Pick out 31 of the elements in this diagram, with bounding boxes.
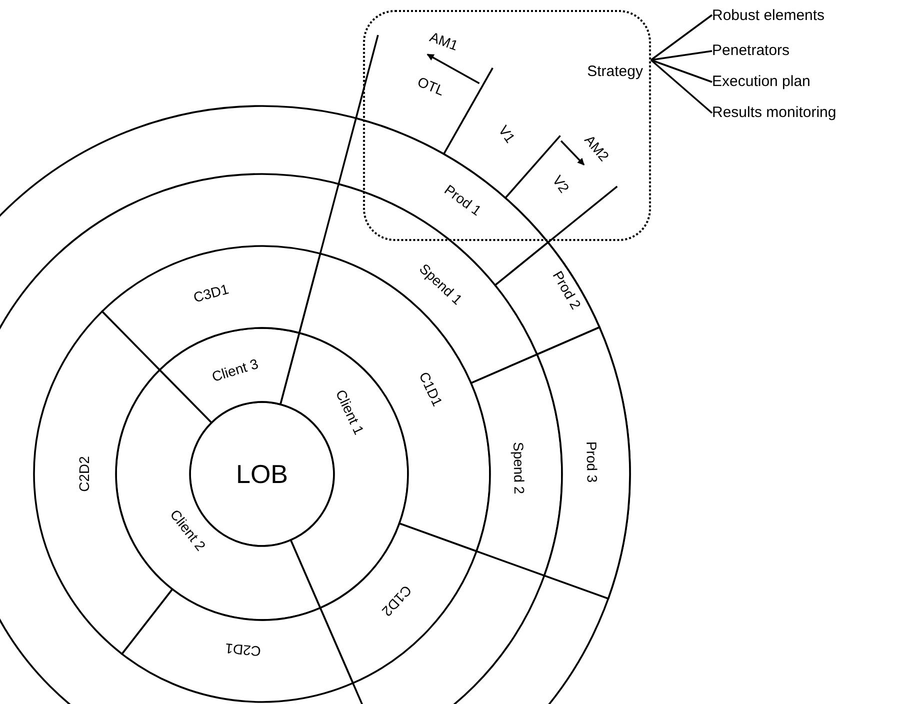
connector-line [650,14,713,61]
ring-segment [121,588,354,703]
segment-label: LOB [236,459,288,489]
segment-label: C1D1 [415,368,447,410]
segment-label: OTL [415,72,447,100]
ring-segment [319,522,478,684]
segment-label: V1 [494,122,520,146]
list-item-text: Penetrators [712,42,790,60]
arrow [426,54,480,84]
list-item-text: Execution plan [712,73,810,91]
list-item-text: Robust elements [712,7,825,25]
connector-line [650,59,713,114]
ring-segment [158,327,300,424]
ring-segment [470,353,563,577]
ring-segment [494,242,600,356]
connector-line [650,50,712,61]
segment-label: V2 [548,172,574,196]
segment-label: C2D2 [75,456,93,492]
segment-label: Client 3 [210,354,260,386]
dotted-region [363,10,651,241]
segment-label: Prod 1 [441,180,485,220]
segment-label: Client 1 [332,386,368,438]
arrow-label: AM1 [427,28,461,54]
list-item-text: Results monitoring [712,104,836,122]
segment-label: Spend 2 [510,442,528,494]
segment-label: C3D1 [191,280,231,306]
arrow [560,140,585,166]
connector-line [650,59,712,83]
segment-label: C2D1 [224,639,262,661]
region-title: Strategy [587,63,643,81]
segment-label: Prod 3 [582,441,602,483]
